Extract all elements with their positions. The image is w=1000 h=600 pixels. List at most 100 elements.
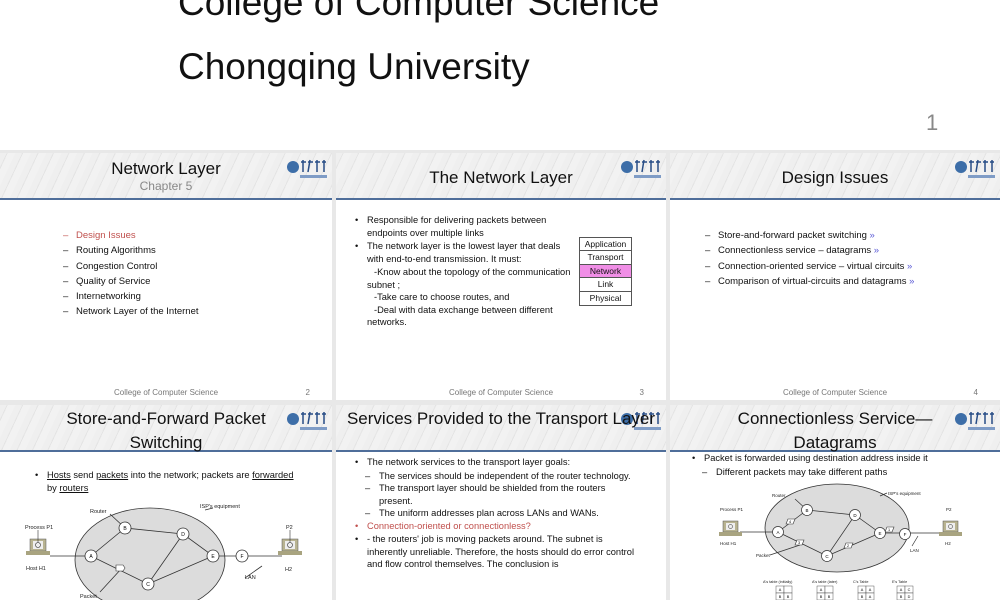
packet-4: 4	[789, 520, 791, 524]
packet-1: 1	[888, 528, 890, 532]
table-cell-text: A	[779, 588, 782, 592]
list-item-text: Connection-oriented service – virtual ci…	[718, 260, 905, 272]
university-logo-icon	[287, 411, 327, 430]
cover-page-number: 1	[926, 110, 939, 135]
term-routers: routers	[59, 482, 89, 493]
table-cell-text: B	[820, 595, 823, 599]
slide-title: The Network Layer	[429, 168, 573, 187]
topic-list: Design Issues Routing Algorithms Congest…	[63, 228, 199, 320]
label-isp: ISP's equipment	[888, 491, 921, 496]
slide-header: Network Layer Chapter 5	[0, 153, 332, 200]
sub-item: -Know about the topology of the communic…	[367, 267, 571, 290]
slide-body: The network services to the transport la…	[355, 456, 640, 572]
table-label: E's Table	[892, 580, 907, 584]
node-f: F	[904, 532, 907, 537]
slide-header	[0, 405, 332, 452]
link-arrow[interactable]: »	[873, 245, 880, 257]
label-lan: LAN	[245, 575, 256, 581]
list-item: Comparison of virtual-circuits and datag…	[705, 274, 915, 290]
node-e: E	[878, 531, 881, 536]
bullet-item: Responsible for delivering packets betwe…	[355, 214, 575, 239]
list-item: Network Layer of the Internet	[63, 304, 199, 320]
slide-header	[336, 405, 666, 452]
node-b: B	[805, 508, 808, 513]
node-d: D	[181, 532, 185, 538]
table-cell-text: D	[908, 595, 911, 599]
layer-physical: Physical	[589, 292, 622, 303]
host-h2-icon	[939, 520, 962, 536]
table-cell	[783, 592, 793, 600]
slide-number: 4	[973, 388, 978, 397]
list-item-text: Connectionless service – datagrams	[718, 245, 872, 257]
table-cell-text: B	[779, 595, 782, 599]
bullet-item: Packet is forwarded using destination ad…	[692, 452, 992, 465]
layer-application: Application	[580, 238, 631, 252]
label-process-p1: Process P1	[720, 507, 744, 512]
list-item: Quality of Service	[63, 274, 199, 290]
slide-body: Responsible for delivering packets betwe…	[355, 214, 575, 329]
packet-2: 2	[847, 544, 849, 548]
slide-body: Hosts send packets into the network; pac…	[35, 469, 295, 495]
table-label: A's table (later)	[812, 580, 838, 584]
slide-header: The Network Layer	[336, 153, 666, 200]
list-item-text: Comparison of virtual-circuits and datag…	[718, 275, 907, 287]
table-cell-text: A	[869, 595, 872, 599]
slide-title: Design Issues	[781, 168, 889, 187]
slide-title: Services Provided to the Transport Layer	[346, 409, 656, 428]
label-process-p1: Process P1	[25, 525, 53, 531]
table-cell	[865, 592, 875, 600]
link-arrow[interactable]: »	[909, 275, 915, 287]
label-isp: ISP's equipment	[200, 504, 240, 510]
label-p2: P2	[286, 525, 293, 531]
slide-thumbnail-5[interactable]: Store-and-Forward Packet Switching Hosts…	[0, 405, 332, 600]
slide-footer: College of Computer Science	[448, 388, 554, 397]
slide-thumbnail-7[interactable]: Connectionless Service—Datagrams Packet …	[670, 405, 1000, 600]
node-c: C	[146, 582, 150, 588]
node-a: A	[89, 554, 93, 560]
bullet-item: The network services to the transport la…	[355, 456, 640, 469]
cover-line-1: College of Computer Science	[178, 0, 660, 23]
label-host-h1: Host H1	[26, 566, 46, 572]
host-h1-icon	[719, 520, 742, 536]
table-cell-text: A	[820, 588, 823, 592]
list-item: Routing Algorithms	[63, 243, 199, 259]
label-router: Router	[772, 493, 786, 498]
text: into the network; packets are	[128, 470, 253, 480]
slide-body: Packet is forwarded using destination ad…	[692, 452, 992, 478]
list-item: Connection-oriented service – virtual ci…	[705, 259, 914, 275]
label-packet: Packet	[756, 553, 771, 558]
slide-thumbnail-6[interactable]: Services Provided to the Transport Layer…	[336, 405, 666, 600]
link-arrow[interactable]: »	[869, 230, 875, 241]
slide-thumbnail-2[interactable]: Network Layer Chapter 5 Design Issues Ro…	[0, 153, 332, 400]
link-arrow[interactable]: »	[907, 260, 913, 272]
slide-thumbnail-3[interactable]: The Network Layer Responsible for delive…	[336, 153, 666, 400]
table-cell	[904, 592, 914, 600]
table-cell	[824, 592, 834, 600]
node-c: C	[825, 554, 829, 559]
university-logo-icon	[621, 411, 661, 430]
table-cell-text: B	[900, 595, 903, 599]
bullet-item: Hosts send packets into the network; pac…	[35, 469, 295, 494]
sub-item: The transport layer should be shielded f…	[355, 482, 640, 507]
university-logo-icon	[955, 159, 995, 178]
cover-line-2: Chongqing University	[178, 46, 530, 87]
sub-item: The services should be independent of th…	[355, 470, 640, 483]
table-cell-text: B	[828, 595, 831, 599]
slide-title: Connectionless Service—Datagrams	[737, 409, 933, 452]
term-packets: packets	[96, 470, 129, 480]
node-d: D	[853, 513, 857, 518]
bullet-item: Connection-oriented or connectionless?	[355, 520, 640, 533]
slide-thumbnail-4[interactable]: Design Issues Store-and-forward packet s…	[670, 153, 1000, 400]
list-item: Connectionless service – datagrams »	[705, 243, 914, 259]
slide-header	[670, 405, 1000, 452]
slide-number: 3	[639, 388, 644, 397]
university-logo-icon	[621, 159, 661, 178]
term-hosts: Hosts	[47, 470, 71, 480]
host-h2-icon	[278, 530, 302, 555]
table-label: A's table (initially)	[763, 580, 793, 584]
slide-footer: College of Computer Science	[113, 388, 219, 397]
